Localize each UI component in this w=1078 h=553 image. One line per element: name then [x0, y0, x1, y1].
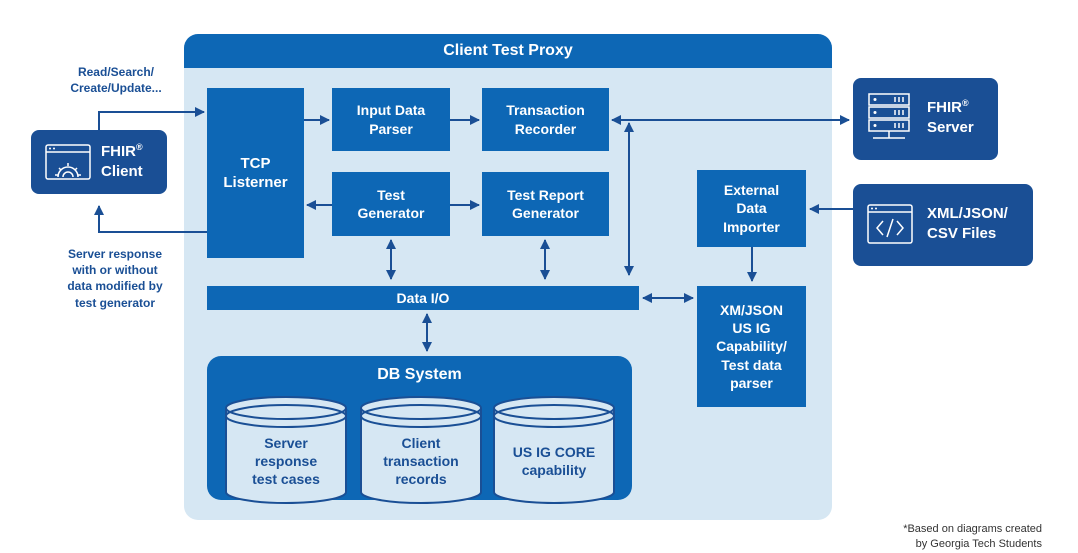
response-arrow	[94, 205, 207, 233]
transaction-recorder-box: Transaction Recorder	[482, 88, 609, 151]
request-arrow	[98, 107, 205, 130]
cylinder-label-client-records: Client transaction records	[383, 434, 459, 488]
input-data-parser-box: Input Data Parser	[332, 88, 450, 151]
xml-json-csv-files-box: XML/JSON/ CSV Files	[853, 184, 1033, 266]
fhir-client-box: FHIR® Client	[31, 130, 167, 194]
db-cylinder-2	[360, 396, 482, 504]
db-cylinder-3	[493, 396, 615, 504]
db-system-title: DB System	[377, 366, 462, 383]
fhir-client-name: FHIR	[101, 143, 136, 160]
request-label: Read/Search/ Create/Update...	[70, 65, 162, 96]
code-window-icon	[867, 204, 913, 244]
fhir-server-name: FHIR	[927, 99, 962, 116]
xml-json-csv-files-label: XML/JSON/ CSV Files	[927, 205, 1008, 242]
xml-json-parser-box: XM/JSON US IG Capability/ Test data pars…	[697, 286, 806, 407]
external-data-importer-box: External Data Importer	[697, 170, 806, 247]
cylinder-label-server-response: Server response test cases	[252, 434, 320, 488]
fhir-server-box: FHIR® Server	[853, 78, 998, 160]
fhir-server-sub: Server	[927, 118, 974, 136]
fhir-client-reg: ®	[136, 142, 143, 152]
response-label: Server response with or without data mod…	[67, 247, 163, 310]
fhir-server-reg: ®	[962, 98, 969, 108]
data-io-bar: Data I/O	[207, 286, 639, 310]
tcp-listener-box: TCP Listerner	[207, 88, 304, 258]
fhir-client-sub: Client	[101, 162, 143, 180]
test-report-generator-box: Test Report Generator	[482, 172, 609, 236]
test-generator-box: Test Generator	[332, 172, 450, 236]
server-rack-icon	[868, 93, 910, 139]
db-cylinder-1	[225, 396, 347, 504]
gear-window-icon	[45, 144, 91, 180]
footnote: *Based on diagrams created by Georgia Te…	[903, 523, 1042, 551]
cylinder-label-us-ig-core: US IG CORE capability	[512, 443, 596, 478]
client-test-proxy-title: Client Test Proxy	[184, 34, 832, 68]
